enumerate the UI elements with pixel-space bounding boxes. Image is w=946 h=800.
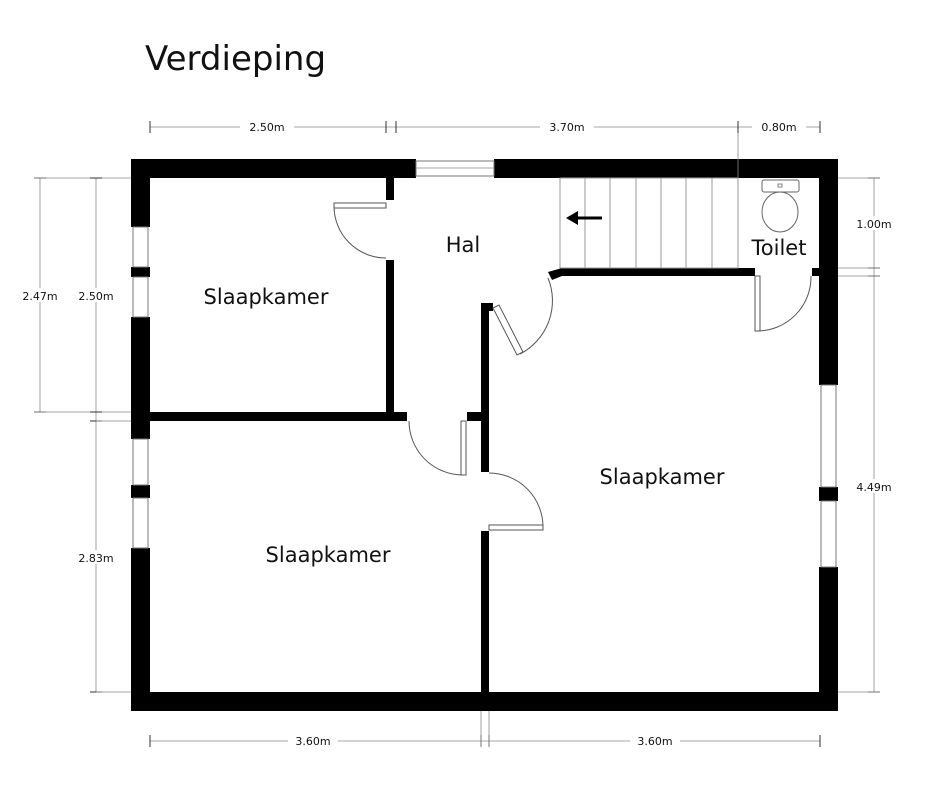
- window-top: [415, 160, 495, 177]
- door-swing-tl: [333, 205, 387, 259]
- wall-left-4: [131, 485, 150, 498]
- wall-left-5: [131, 548, 150, 710]
- wall-right-2: [819, 487, 838, 501]
- dimension-top-left: 2.50m: [249, 121, 284, 134]
- arrow-left-icon: [566, 211, 602, 225]
- dimension-right-lower: 4.49m: [856, 481, 891, 494]
- room-label-toilet: Toilet: [751, 236, 807, 260]
- dimension-right-upper: 1.00m: [856, 218, 891, 231]
- wall-mid-horizontal-right: [467, 412, 489, 421]
- wall-center-lower: [481, 531, 489, 693]
- floor-title: Verdieping: [145, 39, 326, 79]
- window-right-2: [820, 500, 837, 568]
- door-swing-bl: [408, 420, 464, 476]
- dimension-bottom-left: 3.60m: [295, 735, 330, 748]
- wall-tl-right-lower: [386, 260, 394, 420]
- wall-left-2: [131, 267, 150, 277]
- window-right-1: [820, 384, 837, 488]
- wall-tl-right-upper: [386, 178, 394, 200]
- door-leaf-bl: [460, 420, 467, 476]
- dimension-left-upper: 2.50m: [78, 290, 113, 303]
- door-swing-r: [519, 277, 553, 355]
- walls: [131, 159, 838, 711]
- room-label-bedroom-bottom-left: Slaapkamer: [266, 543, 391, 567]
- room-label-bedroom-top-left: Slaapkamer: [204, 285, 329, 309]
- dimension-left-lower: 2.83m: [78, 552, 113, 565]
- window-left-4: [132, 497, 149, 549]
- wall-right-1: [819, 159, 838, 385]
- windows: [132, 160, 837, 568]
- door-swing-toilet: [756, 275, 812, 332]
- wall-stair-corner: [548, 268, 562, 280]
- dimension-bottom-right: 3.60m: [637, 735, 672, 748]
- room-label-bedroom-right: Slaapkamer: [600, 465, 725, 489]
- dimension-top-right: 0.80m: [761, 121, 796, 134]
- window-left-2: [132, 276, 149, 318]
- wall-top-right: [494, 159, 838, 178]
- window-left-1: [132, 226, 149, 268]
- room-label-hal: Hal: [446, 233, 481, 257]
- stairs: [559, 177, 739, 269]
- door-leaf-br: [488, 524, 544, 531]
- wall-mid-horizontal: [150, 412, 407, 421]
- wall-bottom: [131, 692, 838, 711]
- wall-toilet-stub: [812, 268, 820, 276]
- door-leaf-tl: [333, 202, 387, 209]
- dimension-top-middle: 3.70m: [549, 121, 584, 134]
- wall-left-1: [131, 159, 150, 227]
- wall-center-upper: [481, 303, 489, 472]
- toilet-icon: [761, 179, 800, 233]
- dimension-lines: [34, 121, 880, 747]
- doors: [333, 202, 812, 531]
- wall-left-3: [131, 317, 150, 439]
- window-left-3: [132, 438, 149, 486]
- wall-center-stub: [481, 303, 493, 311]
- door-swing-br: [488, 472, 544, 528]
- wall-top-left: [131, 159, 416, 178]
- door-leaf-toilet: [754, 275, 761, 332]
- dimension-left-outer: 2.47m: [22, 290, 57, 303]
- door-leaf-r: [492, 304, 524, 356]
- wall-right-3: [819, 567, 838, 711]
- wall-stair-bottom: [562, 268, 755, 276]
